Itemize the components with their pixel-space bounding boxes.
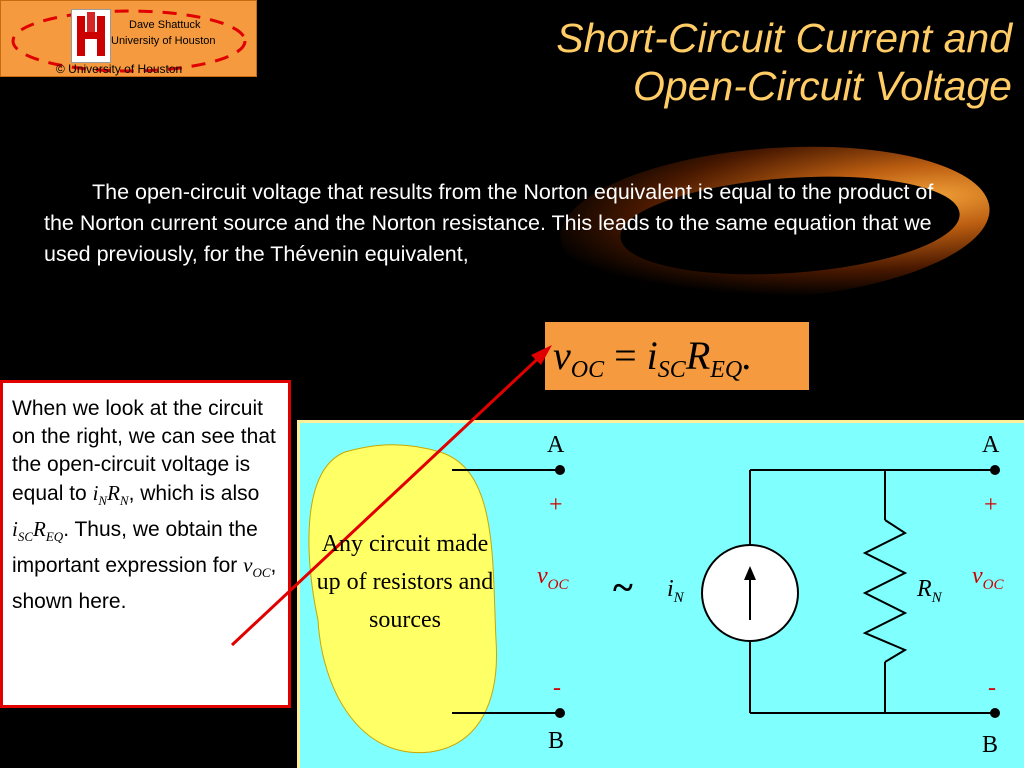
norton-resistance-r: R: [917, 576, 932, 602]
eq-i: i: [646, 333, 658, 378]
eq-v-sub: OC: [570, 357, 605, 383]
logo-copyright: © University of Houston: [56, 62, 183, 76]
circuit-blob-shape: [308, 444, 497, 754]
left-minus-sign: -: [553, 675, 561, 701]
slide-title-line1: Short-Circuit Current and: [556, 15, 1012, 61]
resistor-icon: [862, 519, 908, 663]
left-terminal-a-label: A: [547, 432, 565, 458]
left-terminal-b-label: B: [548, 728, 565, 754]
norton-current-label: iN: [667, 576, 684, 607]
logo-institution: University of Houston: [111, 35, 216, 47]
body-paragraph-text: The open-circuit voltage that results fr…: [44, 180, 934, 266]
right-voc-label: vOC: [972, 563, 1004, 594]
right-terminal-a-label: A: [982, 432, 1000, 458]
callout-iN: i: [92, 481, 99, 505]
equivalence-symbol: ~: [613, 567, 633, 609]
left-voc-v: v: [537, 563, 548, 589]
callout-vOC: v: [243, 553, 253, 578]
right-terminal-a-dot: [990, 465, 1000, 475]
right-voc-sub: OC: [982, 576, 1004, 593]
left-voc-sub: OC: [547, 576, 569, 593]
callout-RN: R: [107, 481, 120, 505]
norton-current-sub: N: [673, 589, 684, 606]
body-paragraph: The open-circuit voltage that results fr…: [44, 177, 959, 270]
logo-author-name: Dave Shattuck: [129, 19, 201, 31]
norton-current-i: i: [667, 576, 674, 602]
blob-description: Any circuit made up of resistors and sou…: [316, 531, 494, 633]
right-terminal-b-label: B: [982, 732, 999, 758]
uh-monogram-icon: [77, 12, 105, 56]
right-voc-v: v: [972, 563, 983, 589]
explanation-callout: When we look at the circuit on the right…: [0, 380, 291, 708]
norton-resistance-label: RN: [917, 576, 942, 607]
eq-v: v: [553, 333, 571, 378]
right-terminal-b-dot: [990, 708, 1000, 718]
slide-title-line2: Open-Circuit Voltage: [632, 63, 1012, 109]
norton-resistance-sub: N: [931, 589, 942, 606]
eq-r: R: [685, 333, 711, 378]
slide-title: Short-Circuit Current and Open-Circuit V…: [372, 14, 1012, 110]
callout-text-2: , which is also: [128, 482, 260, 505]
left-plus-sign: +: [549, 492, 563, 518]
callout-text-1: When we look at the circuit on the right…: [12, 397, 276, 505]
uh-logo-icon: [71, 9, 111, 63]
logo-ring-icon: [11, 9, 247, 73]
pointer-arrow-line: [230, 350, 547, 647]
current-source-arrowhead: [744, 566, 756, 580]
callout-RN-sub: N: [119, 493, 129, 509]
callout-vOC-sub: OC: [252, 565, 271, 581]
callout-REQ-sub: EQ: [45, 529, 64, 545]
eq-r-sub: EQ: [710, 357, 743, 383]
right-plus-sign: +: [984, 492, 998, 518]
left-voc-label: vOC: [537, 563, 569, 594]
eq-i-sub: SC: [657, 357, 686, 383]
callout-iSC-sub: SC: [17, 529, 34, 545]
callout-text-3: . Thus, we obtain the important expressi…: [12, 518, 258, 578]
callout-iN-sub: N: [98, 493, 108, 509]
callout-REQ: R: [33, 517, 46, 542]
eq-period: .: [742, 333, 753, 378]
equation-box: vOC =iSCREQ.: [545, 322, 809, 390]
left-terminal-a-dot: [555, 465, 565, 475]
pointer-arrowhead: [531, 345, 552, 365]
callout-text-4: , shown here.: [12, 554, 277, 613]
university-logo: Dave Shattuck University of Houston © Un…: [0, 0, 257, 77]
right-minus-sign: -: [988, 675, 996, 701]
eq-equals: =: [614, 333, 637, 378]
callout-iSC: i: [12, 517, 18, 542]
left-terminal-b-dot: [555, 708, 565, 718]
